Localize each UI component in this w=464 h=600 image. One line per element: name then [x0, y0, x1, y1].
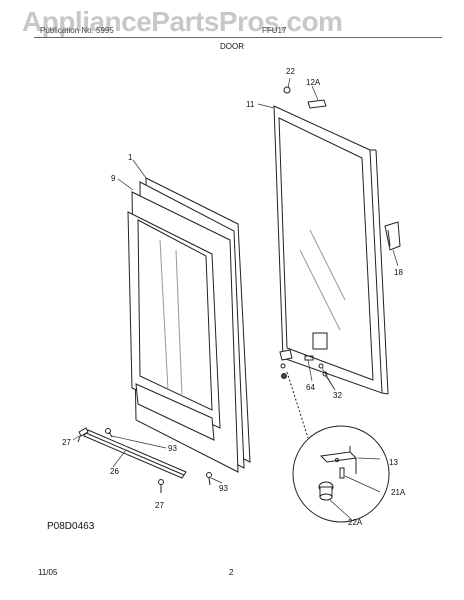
callout-26: 26	[110, 467, 119, 476]
page-number: 2	[229, 568, 234, 577]
callout-9: 9	[111, 174, 116, 183]
screws	[77, 427, 212, 493]
callout-21a: 21A	[391, 488, 406, 497]
callout-1: 1	[128, 153, 133, 162]
top-bracket-parts	[283, 86, 327, 109]
outer-door-panel	[273, 105, 389, 395]
callout-12a: 12A	[306, 78, 321, 87]
callout-93-bottom: 93	[219, 484, 228, 493]
section-title: DOOR	[220, 42, 244, 51]
callout-93-top: 93	[168, 444, 177, 453]
hinge-parts	[279, 349, 328, 379]
diagram-reference: P08D0463	[47, 521, 95, 532]
publication-label: Publication No. 5995	[40, 26, 114, 35]
footer-date: 11/05	[38, 568, 58, 577]
header-rule	[34, 37, 442, 38]
callout-64: 64	[306, 383, 315, 392]
callout-27-bottom: 27	[155, 501, 164, 510]
model-label: FFU17	[262, 26, 287, 35]
callout-11: 11	[246, 100, 255, 109]
callout-32: 32	[333, 391, 342, 400]
detail-circle	[286, 371, 390, 523]
callout-13: 13	[389, 458, 398, 467]
callout-27-top: 27	[62, 438, 71, 447]
watermark: AppliancePartsPros.com	[22, 6, 343, 37]
door-liner	[127, 177, 251, 473]
callout-22: 22	[286, 67, 295, 76]
door-drawing	[72, 77, 401, 523]
handle-part	[384, 221, 401, 251]
leader-lines	[72, 77, 399, 520]
callout-18: 18	[394, 268, 403, 277]
callout-22a: 22A	[348, 518, 363, 527]
